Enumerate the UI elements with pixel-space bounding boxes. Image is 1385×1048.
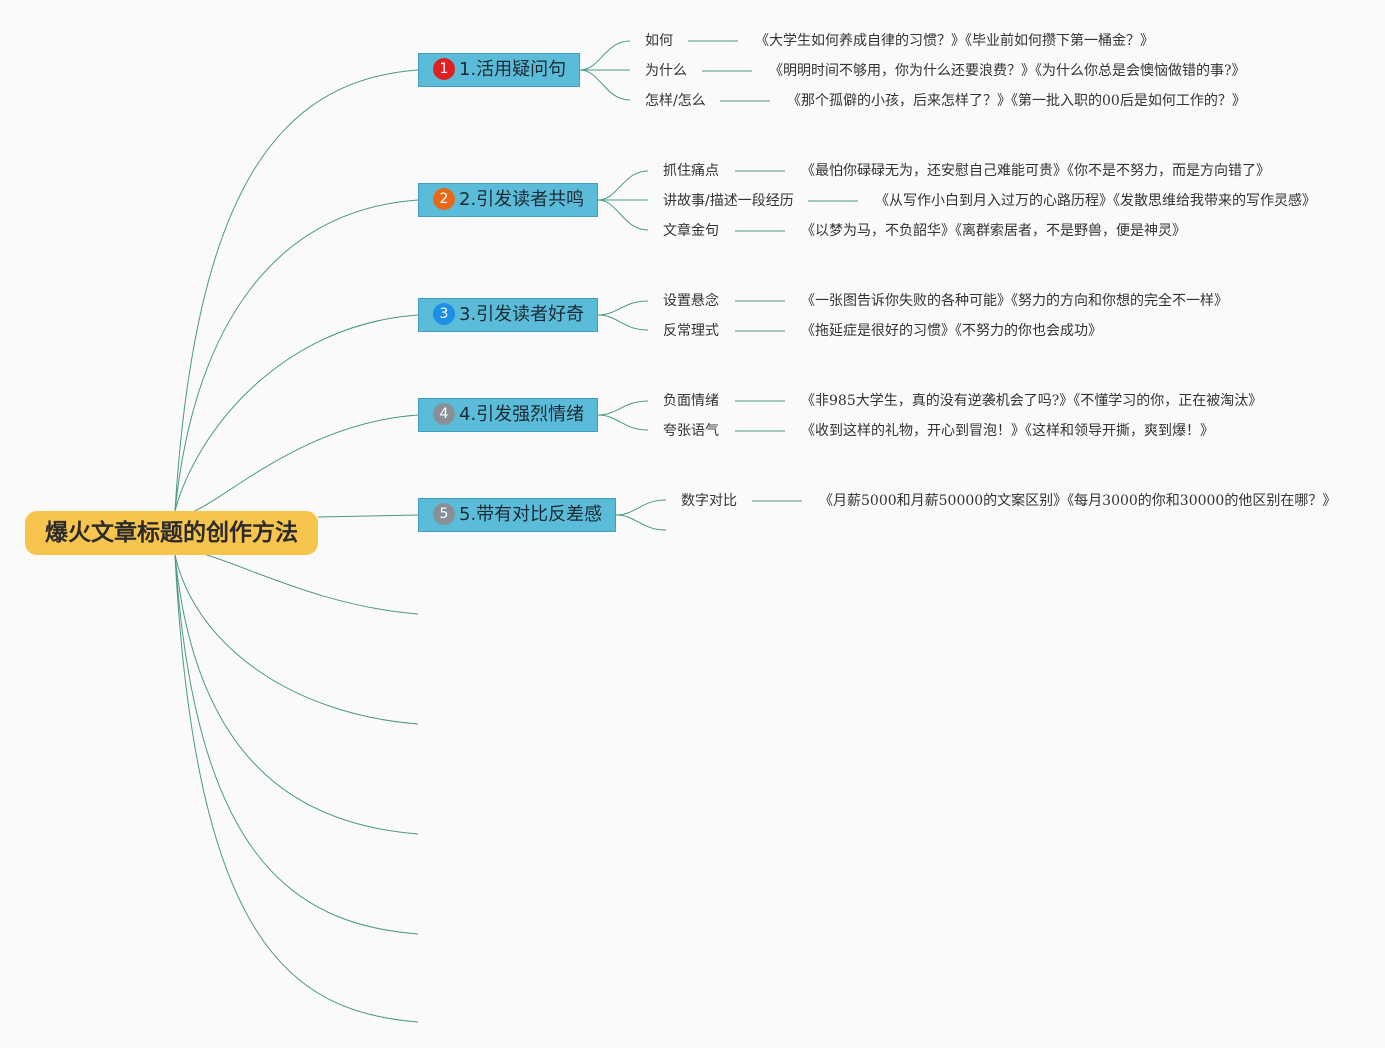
root-connector (174, 69, 419, 512)
root-connector (174, 554, 419, 835)
example-text[interactable]: 《收到这样的礼物，开心到冒泡！》《这样和领导开撕，爽到爆！》 (801, 423, 1214, 439)
subtopic-connector (597, 199, 649, 231)
example-text[interactable]: 《月薪5000和月薪50000的文案区别》《每月3000的你和30000的他区别… (819, 493, 1337, 509)
topic-label: 5.带有对比反差感 (459, 504, 603, 525)
root-connector (174, 550, 419, 615)
priority-2-icon: 2 (433, 188, 455, 210)
subtopic-connector (597, 314, 649, 331)
subtopic-connector (597, 170, 649, 201)
priority-1-icon: 1 (433, 58, 455, 80)
subtopic-zhuazhu-tongdian[interactable]: 抓住痛点 (663, 163, 719, 179)
example-text[interactable]: 《从写作小白到月入过万的心路历程》《发散思维给我带来的写作灵感》 (875, 193, 1316, 209)
example-text[interactable]: 《拖延症是很好的习惯》《不努力的你也会成功》 (801, 323, 1102, 339)
example-text[interactable]: 《那个孤僻的小孩，后来怎样了？》《第一批入职的00后是如何工作的？》 (787, 93, 1246, 109)
root-connector (174, 554, 419, 935)
example-text[interactable]: 《大学生如何养成自律的习惯？》《毕业前如何攒下第一桶金？》 (755, 33, 1154, 49)
subtopic-kuazhang-yuqi[interactable]: 夸张语气 (663, 423, 719, 439)
subtopic-connector (579, 69, 631, 101)
subtopic-connector (579, 40, 631, 71)
subtopic-shezhi-xuannian[interactable]: 设置悬念 (663, 293, 719, 309)
subtopic-fumian-qingxu[interactable]: 负面情绪 (663, 393, 719, 409)
root-node[interactable]: 爆火文章标题的创作方法 (25, 511, 318, 555)
subtopic-weishenme[interactable]: 为什么 (645, 63, 687, 79)
example-text[interactable]: 《以梦为马，不负韶华》《离群索居者，不是野兽，便是神灵》 (801, 223, 1186, 239)
subtopic-ruhe[interactable]: 如何 (645, 33, 673, 49)
subtopic-fanchangli[interactable]: 反常理式 (663, 323, 719, 339)
root-connector (174, 554, 419, 725)
example-text[interactable]: 《最怕你碌碌无为，还安慰自己难能可贵》《你不是不努力，而是方向错了》 (801, 163, 1270, 179)
topic-label: 2.引发读者共鸣 (459, 189, 585, 210)
priority-4-icon: 4 (433, 403, 455, 425)
subtopic-zenyang[interactable]: 怎样/怎么 (645, 93, 706, 109)
topic-label: 1.活用疑问句 (459, 59, 567, 80)
topic-label: 3.引发读者好奇 (459, 304, 585, 325)
subtopic-connector (597, 414, 649, 431)
subtopic-connector (615, 499, 667, 516)
root-connector (174, 414, 419, 515)
subtopic-connector (597, 300, 649, 316)
root-connector (317, 514, 419, 518)
subtopic-connector (597, 400, 649, 416)
subtopic-wenzhang-jinju[interactable]: 文章金句 (663, 223, 719, 239)
root-connector (174, 554, 419, 1023)
root-connector (174, 199, 419, 512)
subtopic-shuzi-duibi[interactable]: 数字对比 (681, 493, 737, 509)
example-text[interactable]: 《非985大学生，真的没有逆袭机会了吗?》《不懂学习的你，正在被淘汰》 (801, 393, 1263, 409)
subtopic-connector (615, 514, 667, 531)
priority-5-icon: 5 (433, 503, 455, 525)
priority-3-icon: 3 (433, 303, 455, 325)
example-text[interactable]: 《明明时间不够用，你为什么还要浪费？》《为什么你总是会懊恼做错的事?》 (769, 63, 1246, 79)
topic-label: 4.引发强烈情绪 (459, 404, 585, 425)
example-text[interactable]: 《一张图告诉你失败的各种可能》《努力的方向和你想的完全不一样》 (801, 293, 1228, 309)
subtopic-jiang-gushi[interactable]: 讲故事/描述一段经历 (663, 193, 794, 209)
root-connector (174, 314, 419, 512)
